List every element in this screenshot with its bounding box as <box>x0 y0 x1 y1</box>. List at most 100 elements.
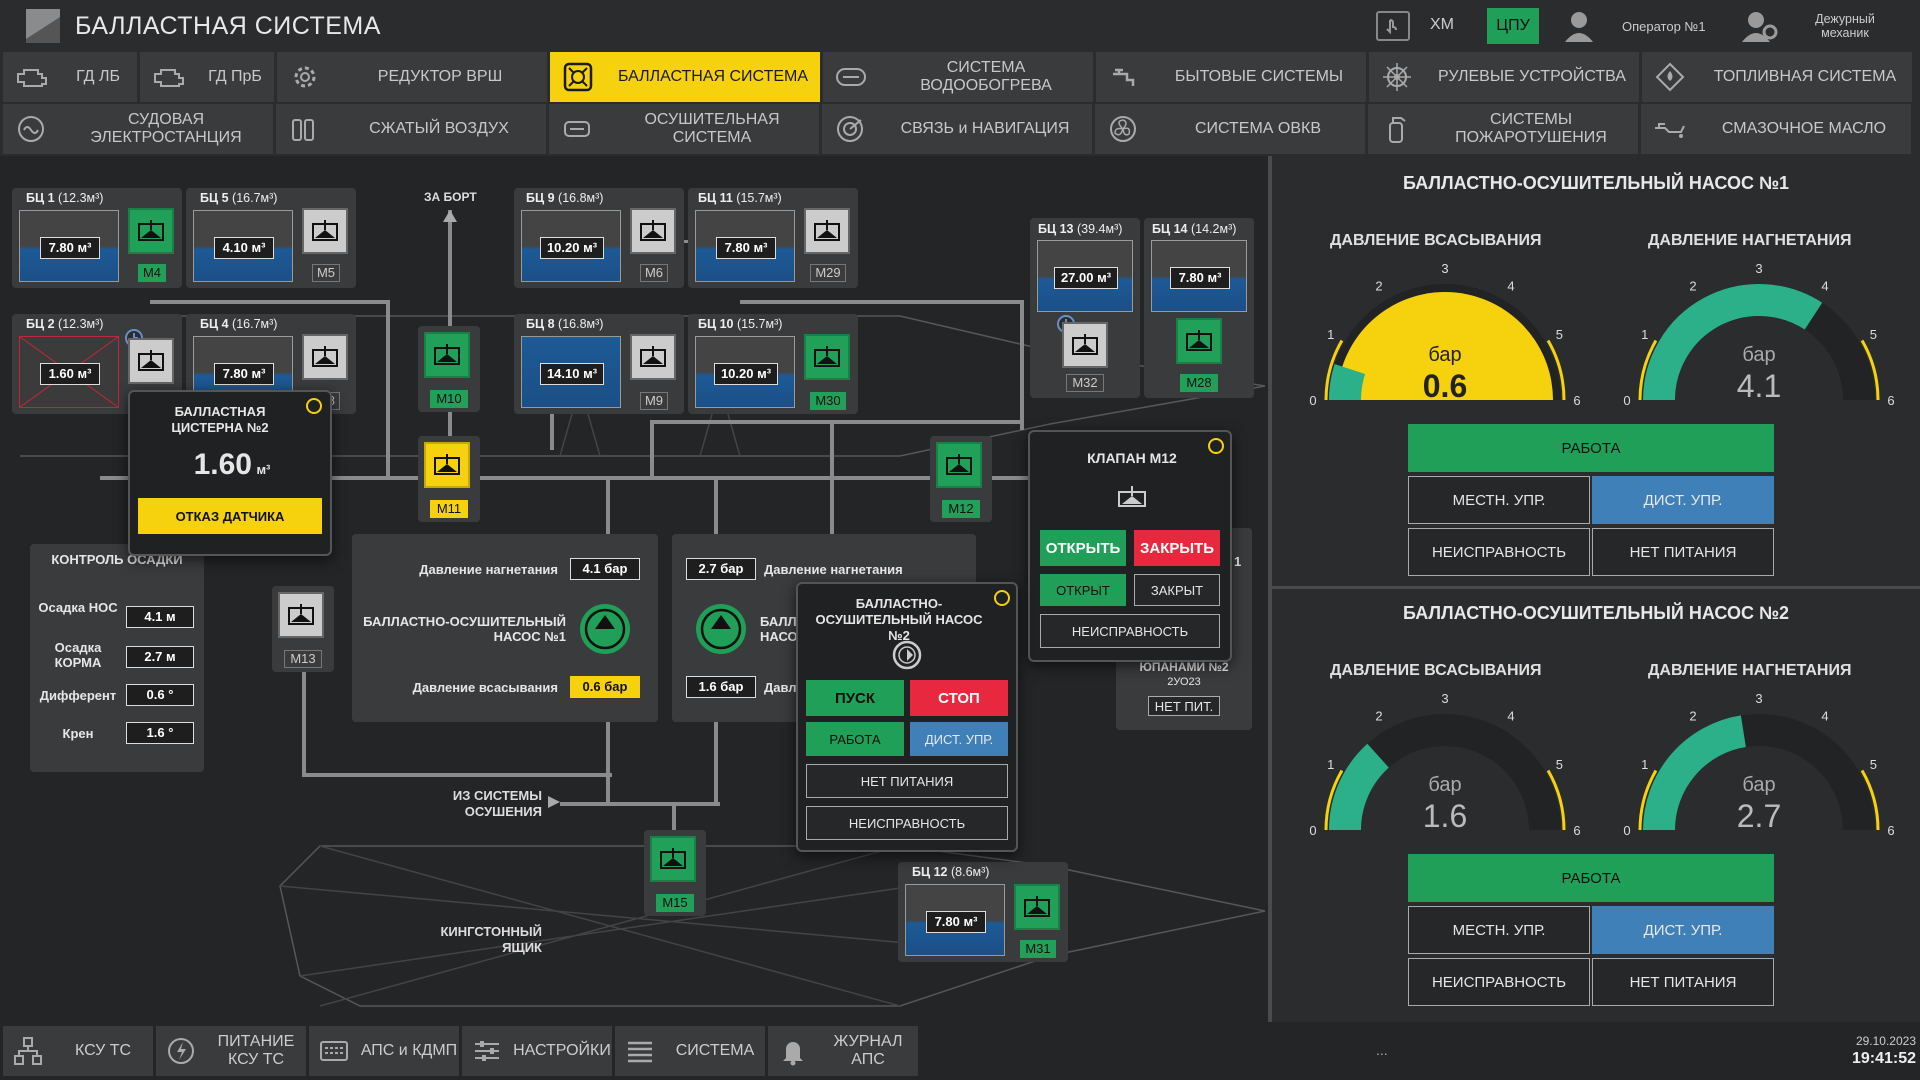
popup-status-icon[interactable] <box>994 590 1010 606</box>
pump2-remote-control[interactable]: ДИСТ. УПР. <box>1592 906 1774 954</box>
tank-capacity: (12.3м³) <box>58 191 104 205</box>
valve-m30[interactable] <box>804 334 850 380</box>
bottom-item-ksu[interactable]: КСУ ТС <box>3 1026 153 1076</box>
valve-m28[interactable] <box>1176 318 1222 364</box>
nav-item-water-heating[interactable]: СИСТЕМА ВОДООБОГРЕВА <box>823 52 1093 102</box>
pump1-remote-control[interactable]: ДИСТ. УПР. <box>1592 476 1774 524</box>
nav-item-compressed-air[interactable]: СЖАТЫЙ ВОЗДУХ <box>276 104 546 154</box>
nav-item-label: ОСУШИТЕЛЬНАЯ СИСТЕМА <box>644 111 780 146</box>
pump-running-icon[interactable] <box>694 602 748 656</box>
tank-name: БЦ 2 <box>26 317 55 331</box>
popup-status-icon[interactable] <box>306 398 322 414</box>
valve-m9[interactable] <box>630 334 676 380</box>
pump-running-icon[interactable] <box>578 602 632 656</box>
tank-bc5[interactable]: БЦ 5 (16.7м³) 4.10 м³ М5 <box>186 188 356 288</box>
pump1-title: БАЛЛАСТНО-ОСУШИТЕЛЬНЫЙ НАСОС №1 <box>1402 173 1790 193</box>
bottom-item-aps[interactable]: АПС и КДМП <box>309 1026 459 1076</box>
start-button[interactable]: ПУСК <box>806 680 904 716</box>
valve-group-m11: М11 <box>418 436 480 522</box>
pipe <box>1020 300 1024 430</box>
valve-m5[interactable] <box>302 208 348 254</box>
tank-capacity: (15.7м³) <box>736 191 782 205</box>
tank-bc13[interactable]: БЦ 13 (39.4м³) 27.00 м³ М32 <box>1030 218 1140 398</box>
nav-item-fire[interactable]: СИСТЕМЫ ПОЖАРОТУШЕНИЯ <box>1368 104 1638 154</box>
valve-tag: М10 <box>430 390 468 408</box>
sensor-fault-alarm[interactable]: ОТКАЗ ДАТЧИКА <box>138 498 322 534</box>
nav-item-oil[interactable]: СМАЗОЧНОЕ МАСЛО <box>1641 104 1911 154</box>
tank-level-fault: 1.60 м³ <box>19 336 119 408</box>
gauge-tick-label: 1 <box>1327 757 1334 772</box>
valve-m31[interactable] <box>1014 884 1060 930</box>
gauge-tick-label: 0 <box>1309 823 1316 838</box>
bottom-item-settings[interactable]: НАСТРОЙКИ <box>462 1026 612 1076</box>
tank-capacity: (39.4м³) <box>1076 222 1123 236</box>
discharge-title: ДАВЛЕНИЕ НАГНЕТАНИЯ <box>1648 662 1852 679</box>
popup-status-icon[interactable] <box>1208 438 1224 454</box>
open-button[interactable]: ОТКРЫТЬ <box>1040 530 1126 566</box>
nav-item-domestic[interactable]: БЫТОВЫЕ СИСТЕМЫ <box>1096 52 1366 102</box>
valve-m10[interactable] <box>424 332 470 378</box>
tank-bc9[interactable]: БЦ 9 (16.8м³) 10.20 м³ М6 <box>514 188 684 288</box>
discharge-title: ДАВЛЕНИЕ НАГНЕТАНИЯ <box>1648 232 1852 249</box>
nav-item-power-station[interactable]: СУДОВАЯ ЭЛЕКТРОСТАНЦИЯ <box>3 104 273 154</box>
pipe <box>448 210 452 340</box>
gauge-tick-label: 2 <box>1689 279 1696 294</box>
tank-bc1[interactable]: БЦ 1 (12.3м³) 7.80 м³ М4 <box>12 188 182 288</box>
gauge-limit-low <box>1638 339 1658 401</box>
valve-tag: М11 <box>430 500 468 518</box>
valve-m12[interactable] <box>936 442 982 488</box>
touch-mode-icon[interactable] <box>1376 11 1410 41</box>
tank-bc8[interactable]: БЦ 8 (16.8м³) 14.10 м³ М9 <box>514 314 684 414</box>
tank-bc2[interactable]: БЦ 2 (12.3м³) 1.60 м³ М7 <box>12 314 182 414</box>
pump2-local-control[interactable]: МЕСТН. УПР. <box>1408 906 1590 954</box>
pipe <box>550 410 554 450</box>
gauge-tick-label: 4 <box>1821 709 1828 724</box>
heel-value: 1.6 ° <box>126 722 194 744</box>
status-time: 19:41:52 <box>1851 1050 1916 1067</box>
stop-button[interactable]: СТОП <box>910 680 1008 716</box>
tank-level: 4.10 м³ <box>193 210 293 282</box>
tank-bc12[interactable]: БЦ 12 (8.6м³) 7.80 м³ М31 <box>898 862 1068 962</box>
tank-bc14[interactable]: БЦ 14 (14.2м³) 7.80 м³ М28 <box>1144 218 1254 398</box>
gauge-tick-label: 3 <box>1441 261 1448 276</box>
gauge-tick-label: 4 <box>1507 709 1514 724</box>
tank-name: БЦ 1 <box>26 191 55 205</box>
bottom-item-log[interactable]: ЖУРНАЛ АПС <box>768 1026 918 1076</box>
tank-bc11[interactable]: БЦ 11 (15.7м³) 7.80 м³ М29 <box>688 188 858 288</box>
nav-row-1: ГД ЛБ ГД ПрБ РЕДУКТОР ВРШ БАЛЛАСТНАЯ СИС… <box>3 52 1917 102</box>
pump1-discharge-value: 4.1 бар <box>570 558 640 580</box>
valve-m11[interactable] <box>424 442 470 488</box>
valve-m6[interactable] <box>630 208 676 254</box>
tank-volume: 7.80 м³ <box>40 237 100 259</box>
nav-item-gd-lb[interactable]: ГД ЛБ <box>3 52 137 102</box>
cpu-button[interactable]: ЦПУ <box>1487 8 1539 44</box>
nav-item-drain[interactable]: ОСУШИТЕЛЬНАЯ СИСТЕМА <box>549 104 819 154</box>
hm-button[interactable]: ХМ <box>1430 16 1454 33</box>
nav-item-ballast[interactable]: БАЛЛАСТНАЯ СИСТЕМА <box>550 52 820 102</box>
close-button[interactable]: ЗАКРЫТЬ <box>1134 530 1220 566</box>
valve-m7[interactable] <box>128 338 174 384</box>
valve-m32[interactable] <box>1062 322 1108 368</box>
valve-m15[interactable] <box>650 836 696 882</box>
nav-item-label: ГД ПрБ <box>208 68 262 85</box>
tank-bc10[interactable]: БЦ 10 (15.7м³) 10.20 м³ М30 <box>688 314 858 414</box>
bottom-item-power[interactable]: ПИТАНИЕ КСУ ТС <box>156 1026 306 1076</box>
valve-m13[interactable] <box>278 592 324 638</box>
drain-icon <box>564 121 590 137</box>
pump1-local-control[interactable]: МЕСТН. УПР. <box>1408 476 1590 524</box>
pump2-name: БАЛЛ НАСО <box>760 614 798 644</box>
nav-item-hvac[interactable]: СИСТЕМА ОВКВ <box>1095 104 1365 154</box>
nav-item-comm-nav[interactable]: СВЯЗЬ и НАВИГАЦИЯ <box>822 104 1092 154</box>
state-open: ОТКРЫТ <box>1040 574 1126 606</box>
nav-item-gd-prb[interactable]: ГД ПрБ <box>140 52 274 102</box>
nav-item-fuel[interactable]: ТОПЛИВНАЯ СИСТЕМА <box>1642 52 1912 102</box>
nav-item-steering[interactable]: РУЛЕВЫЕ УСТРОЙСТВА <box>1369 52 1639 102</box>
bottom-item-system[interactable]: СИСТЕМА <box>615 1026 765 1076</box>
valve-m4[interactable] <box>128 208 174 254</box>
valve-m8[interactable] <box>302 334 348 380</box>
gauge-tick-label: 0 <box>1309 393 1316 408</box>
nav-item-reducer[interactable]: РЕДУКТОР ВРШ <box>277 52 547 102</box>
nav-item-label: РУЛЕВЫЕ УСТРОЙСТВА <box>1438 68 1626 85</box>
valve-m29[interactable] <box>804 208 850 254</box>
bell-icon <box>783 1042 803 1066</box>
